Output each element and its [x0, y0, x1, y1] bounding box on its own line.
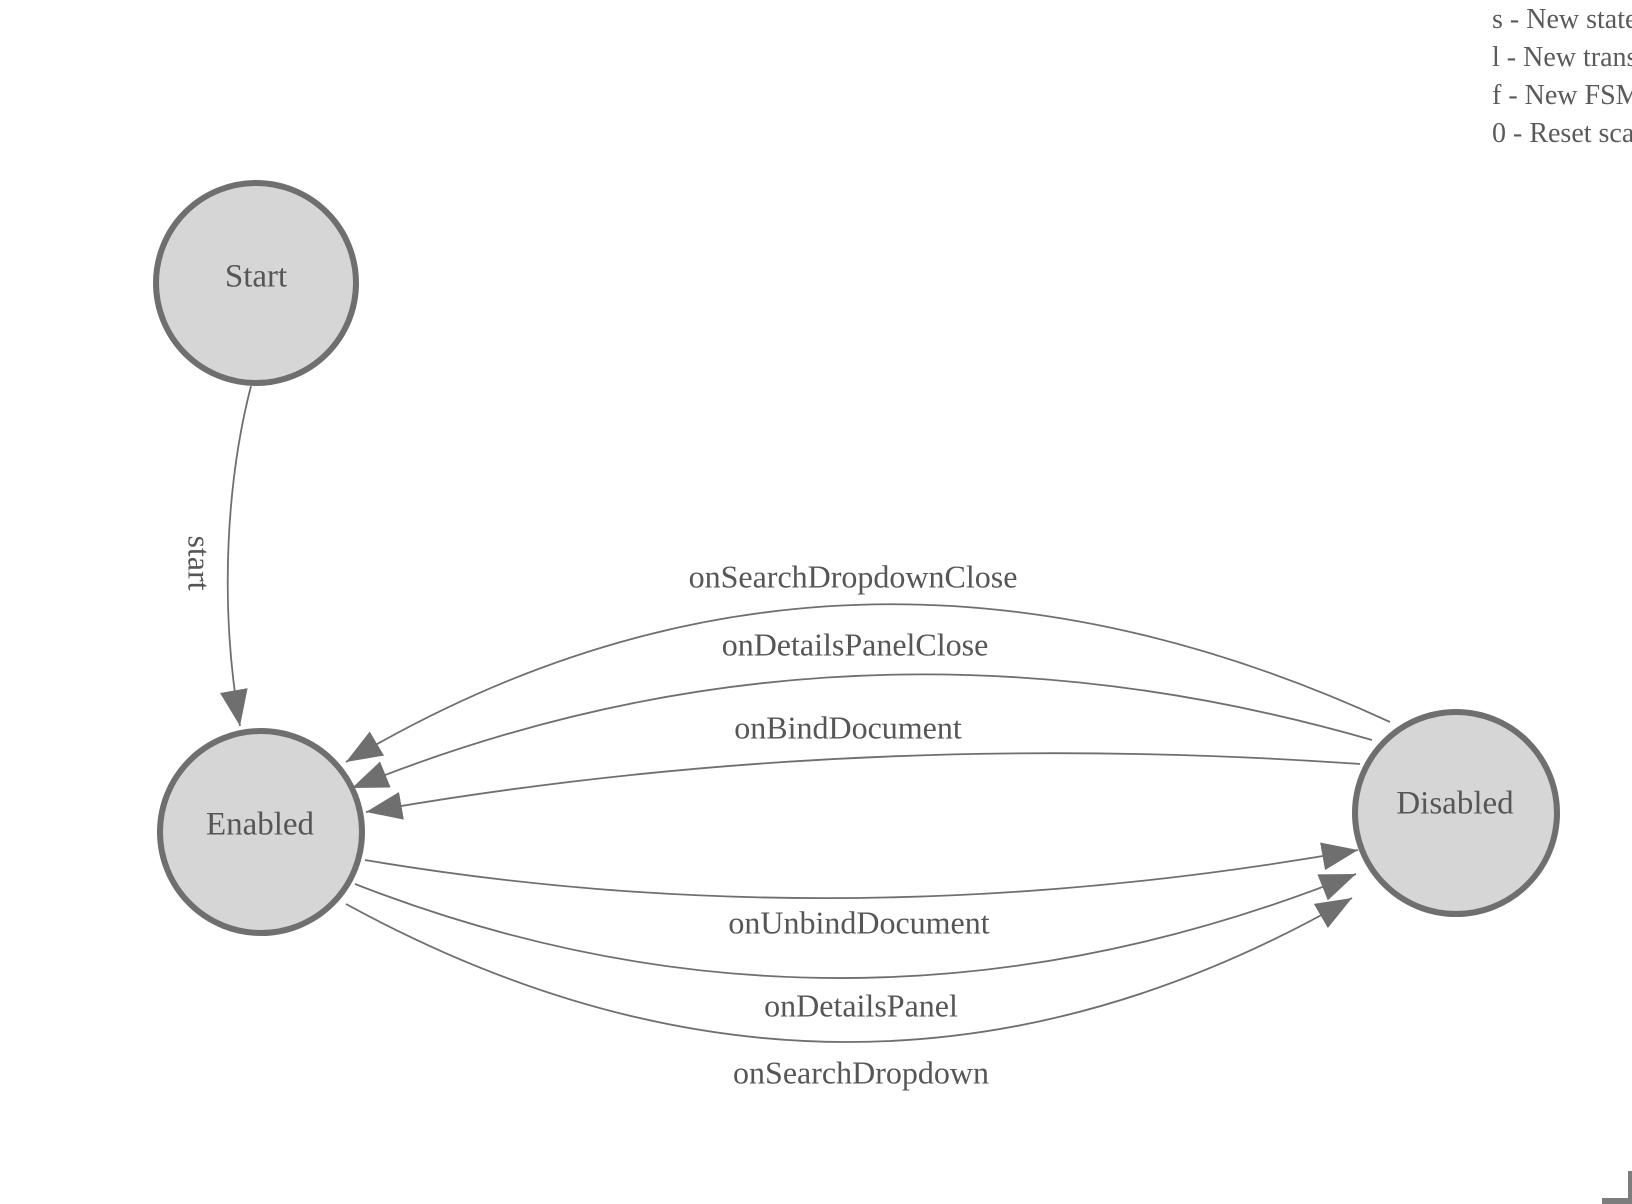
keyboard-hints-legend: s - New state l - New transition f - New… [1492, 1, 1632, 153]
state-label-disabled[interactable]: Disabled [1396, 785, 1514, 822]
state-label-start[interactable]: Start [224, 258, 288, 295]
corner-shape [1602, 1171, 1632, 1204]
hint-reset: 0 - Reset scale [1492, 118, 1632, 149]
edge-onDetailsPanelClose[interactable] [351, 673, 1373, 789]
state-label-enabled[interactable]: Enabled [205, 806, 315, 843]
edge-label-onUnbindDocument[interactable]: onUnbindDocument [728, 904, 990, 941]
state-node-start[interactable] [153, 180, 359, 386]
edge-start[interactable] [220, 385, 252, 727]
edge-onSearchDropdown[interactable] [345, 897, 1353, 1043]
edge-label-onSearchDropdownClose[interactable]: onSearchDropdownClose [688, 558, 1018, 595]
state-node-enabled[interactable] [157, 728, 365, 936]
edge-label-start[interactable]: start [181, 535, 218, 591]
hint-new-fsm: f - New FSM [1492, 80, 1632, 111]
edge-onBindDocument[interactable] [365, 752, 1361, 820]
edge-onUnbindDocument[interactable] [364, 842, 1359, 900]
hint-new-state: s - New state [1492, 4, 1632, 35]
edge-label-onSearchDropdown[interactable]: onSearchDropdown [733, 1054, 989, 1091]
state-node-disabled[interactable] [1352, 709, 1560, 917]
hint-new-transition: l - New transition [1492, 42, 1632, 73]
edge-label-onDetailsPanel[interactable]: onDetailsPanel [764, 987, 958, 1024]
edge-onDetailsPanel[interactable] [354, 873, 1357, 979]
edge-label-onBindDocument[interactable]: onBindDocument [734, 709, 962, 746]
edge-label-onDetailsPanelClose[interactable]: onDetailsPanelClose [721, 626, 989, 663]
edge-onSearchDropdownClose[interactable] [345, 603, 1391, 763]
